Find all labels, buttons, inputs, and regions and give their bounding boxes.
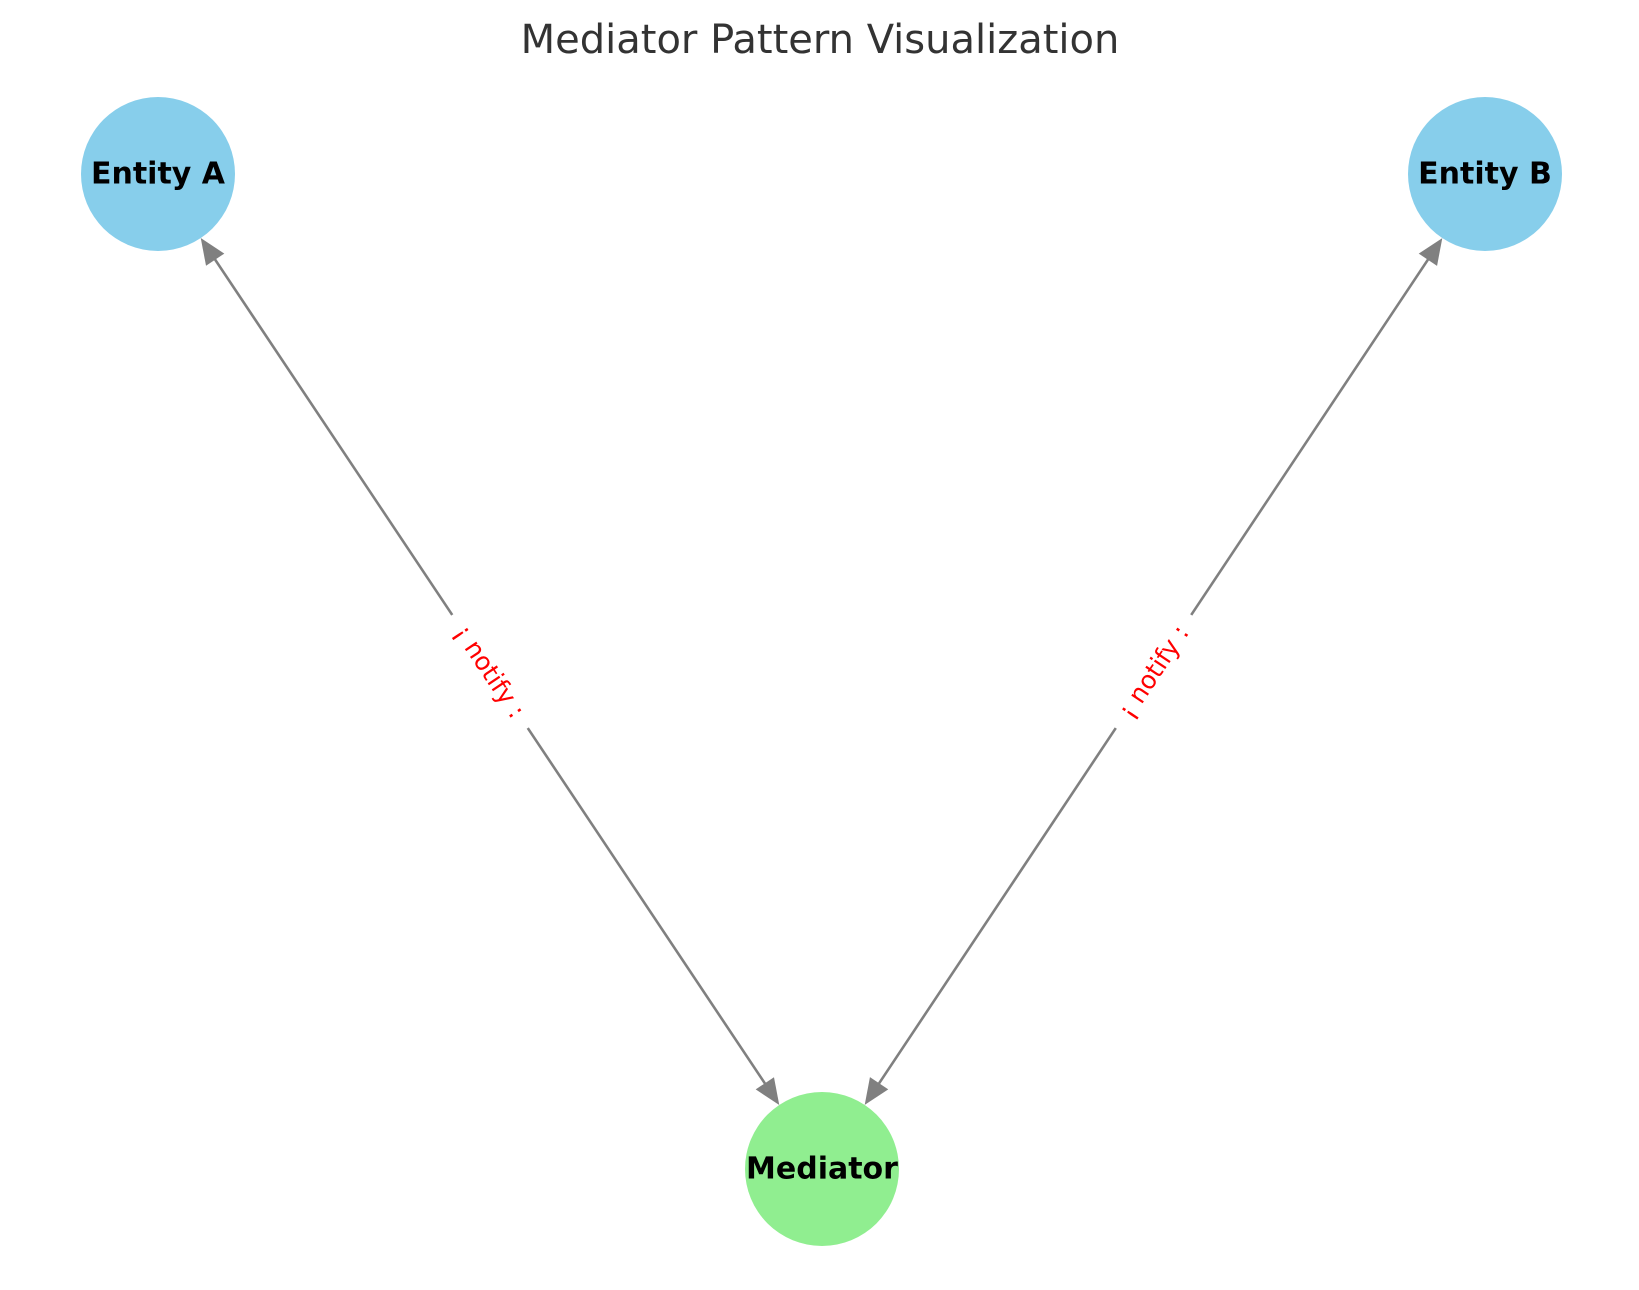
edge-entity_b-mediator: ¡ notify : (864, 238, 1443, 1105)
node-mediator: Mediator (745, 1092, 899, 1246)
node-label: Mediator (746, 1152, 898, 1187)
nodes-layer: Entity A Entity B Mediator (81, 97, 1562, 1246)
edge-label: ¡ notify : (449, 620, 532, 724)
diagram-title: Mediator Pattern Visualization (521, 17, 1120, 63)
edge-line (872, 727, 1117, 1093)
edge-entity_a-mediator: ¡ notify : (200, 238, 780, 1105)
node-circle (1408, 97, 1562, 251)
arrowhead-icon (1418, 238, 1443, 266)
edges-layer: ¡ notify : ¡ notify : (200, 238, 1443, 1105)
edge-label: ¡ notify : (1112, 620, 1195, 724)
edge-line (1190, 250, 1435, 616)
node-label: Entity B (1418, 157, 1552, 192)
edge-line (526, 727, 772, 1093)
node-circle (745, 1092, 899, 1246)
node-entity_a: Entity A (81, 97, 235, 251)
node-entity_b: Entity B (1408, 97, 1562, 251)
arrowhead-icon (200, 238, 225, 266)
node-circle (81, 97, 235, 251)
node-label: Entity A (91, 157, 226, 192)
arrowhead-icon (755, 1077, 780, 1105)
arrowhead-icon (864, 1077, 889, 1105)
edge-line (208, 250, 454, 616)
